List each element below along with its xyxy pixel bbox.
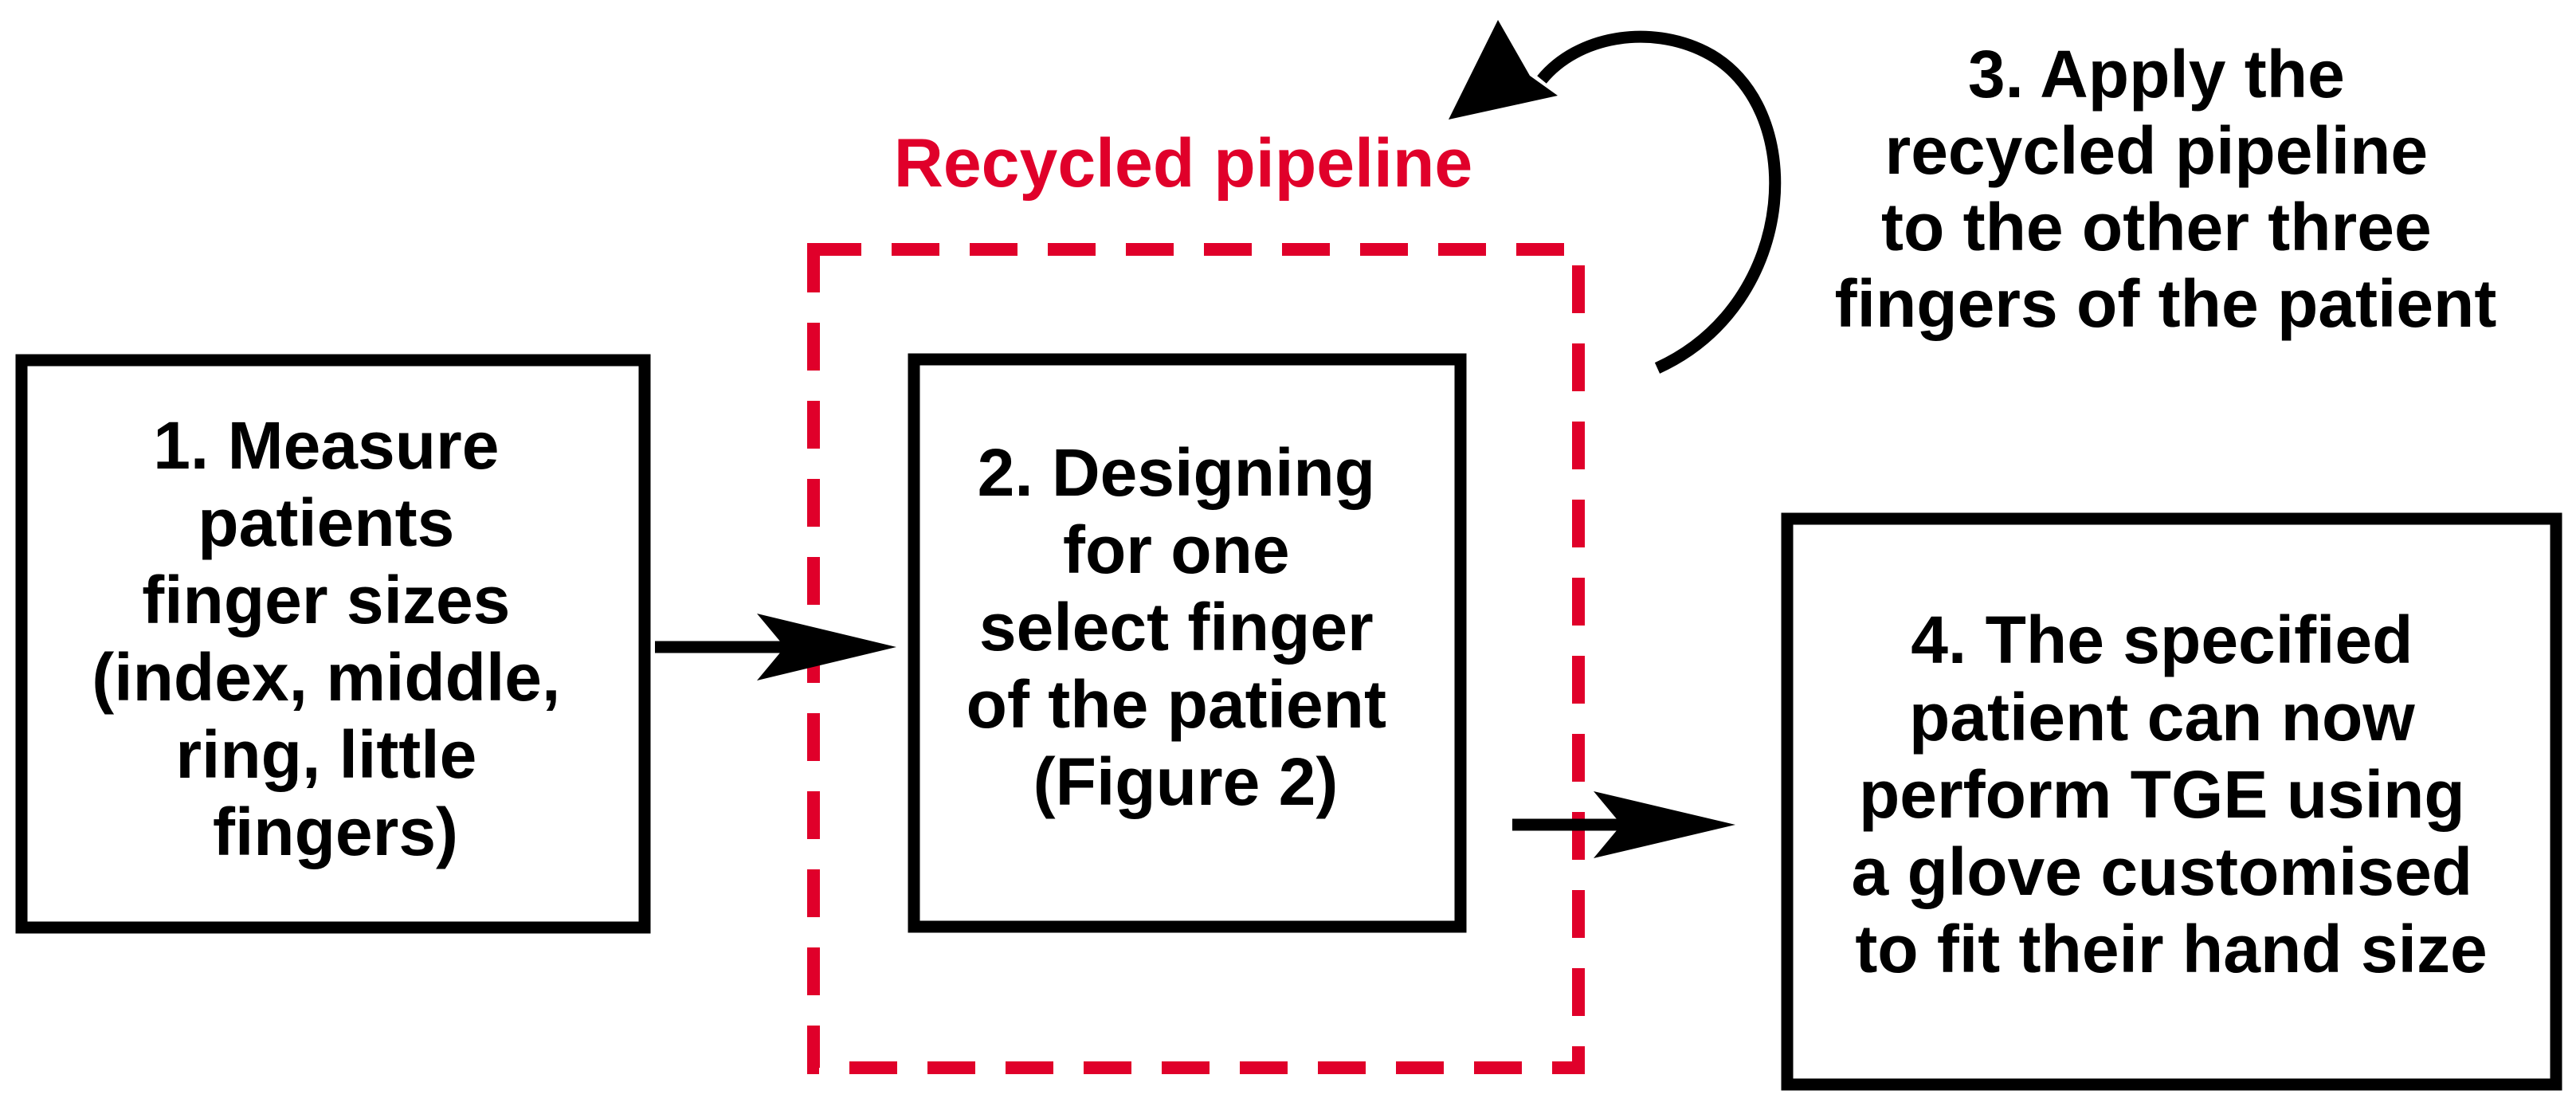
- step-4-box: 4. The specified patient can now perform…: [1781, 512, 2562, 1091]
- step-2-box: 2. Designing for one select finger of th…: [908, 353, 1467, 933]
- recycled-pipeline-label: Recycled pipeline: [894, 125, 1473, 202]
- step-3-text: 3. Apply the recycled pipeline to the ot…: [1835, 37, 2497, 341]
- step-2-text: 2. Designing for one select finger of th…: [966, 435, 1406, 819]
- step-1-text: 1. Measure patients finger sizes (index,…: [92, 408, 578, 869]
- loop-arrow-icon: [1449, 20, 1782, 374]
- arrow-step2-to-step4: [1512, 791, 1735, 858]
- step-4-text: 4. The specified patient can now perform…: [1852, 602, 2492, 986]
- arrow-step1-to-step2: [655, 614, 896, 681]
- step-1-box: 1. Measure patients finger sizes (index,…: [15, 354, 651, 934]
